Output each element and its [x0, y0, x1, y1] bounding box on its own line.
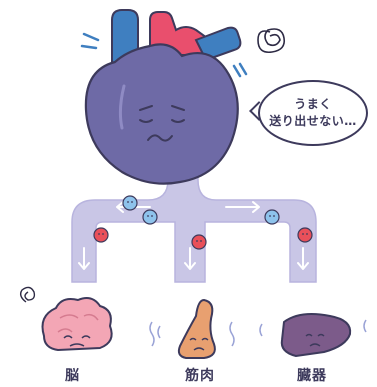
red-cell-icon: [94, 228, 108, 242]
speech-line-2: 送り出せない…: [269, 113, 357, 130]
scribble-icon: [258, 29, 284, 52]
blue-cell-icon: [265, 210, 279, 224]
speech-bubble: うまく 送り出せない…: [258, 80, 368, 146]
label-organs: 臓器: [297, 365, 327, 385]
label-muscle: 筋肉: [185, 365, 215, 385]
motion-line-icon: [240, 64, 246, 74]
motion-line-icon: [234, 66, 240, 76]
muscle-illustration: [179, 300, 215, 358]
label-brain: 脳: [65, 365, 80, 385]
liver-illustration: [282, 314, 350, 356]
red-cell-icon: [298, 228, 312, 242]
red-cell-icon: [192, 235, 206, 249]
heart-body: [86, 44, 238, 183]
scribble-small-icon: [21, 287, 35, 302]
blue-cell-icon: [143, 210, 157, 224]
motion-line-icon: [82, 46, 96, 48]
blue-cell-icon: [123, 196, 137, 210]
speech-line-1: うまく: [294, 96, 332, 113]
motion-line-icon: [84, 34, 98, 40]
brain-illustration: [43, 298, 112, 350]
